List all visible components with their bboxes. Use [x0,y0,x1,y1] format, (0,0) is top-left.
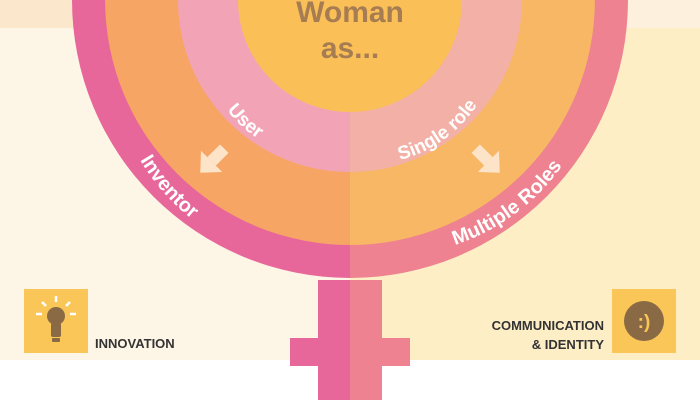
communication-label-line1: COMMUNICATION [492,318,604,333]
core-circle [238,0,462,112]
innovation-label: INNOVATION [95,336,175,351]
venus-crossbar-right [350,338,410,366]
center-title-line2: as... [321,32,379,65]
smiley-icon: :) [624,301,664,341]
smiley-glyph: :) [638,312,651,333]
communication-label-line2: & IDENTITY [532,337,605,352]
lightbulb-icon [36,296,76,342]
arrow-left-icon [200,144,229,173]
center-title-line1: Woman [296,0,404,29]
venus-crossbar-left [290,338,350,366]
arrow-right-icon [471,144,500,173]
